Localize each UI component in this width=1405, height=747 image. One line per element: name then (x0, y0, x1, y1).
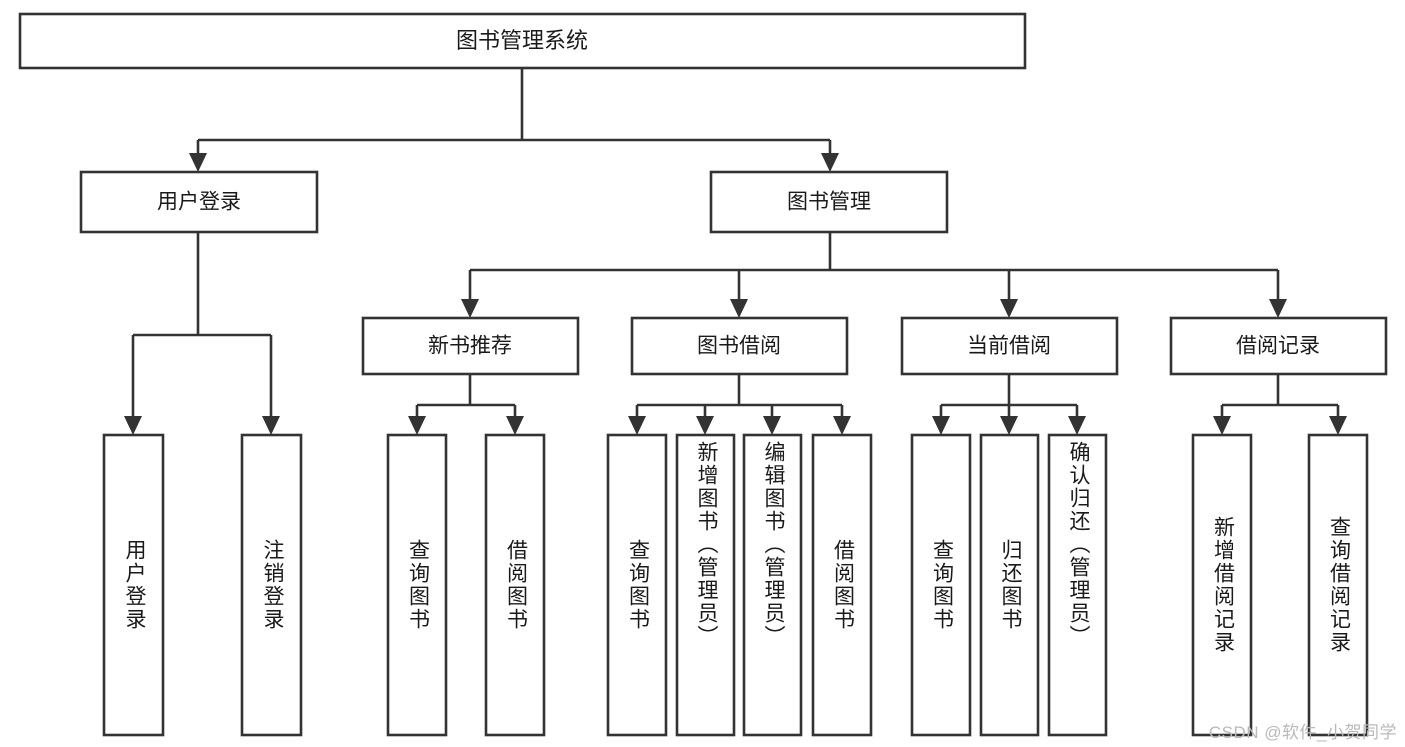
node-user-login-label: 用户登录 (157, 191, 241, 214)
arrowhead-root-to-book (821, 153, 839, 172)
arrowhead-borrow-l1 (628, 416, 646, 435)
arrowhead-borrow-l3 (763, 416, 781, 435)
leaf-rect-borrow-3[interactable] (811, 433, 873, 737)
arrowhead-borrow-l4 (833, 416, 851, 435)
arrowhead-record-l1 (1213, 416, 1231, 435)
node-root-label: 图书管理系统 (456, 28, 588, 53)
arrowhead-borrow-l2 (696, 416, 714, 435)
leaf-rect-borrow-0[interactable] (606, 433, 668, 737)
arrowhead-book-c3 (1000, 299, 1018, 318)
arrowhead-root-to-user (189, 153, 207, 172)
leaf-rect-recommend-0[interactable] (386, 433, 448, 737)
arrowhead-book-c1 (461, 299, 479, 318)
leaf-rect-borrow-1[interactable] (675, 433, 736, 737)
node-user-login-rect[interactable] (79, 170, 319, 234)
arrowhead-book-c2 (730, 299, 748, 318)
arrowhead-recommend-l2 (506, 416, 524, 435)
node-book-borrow-rect[interactable] (630, 316, 849, 376)
leaf-rect-record-0[interactable] (1191, 433, 1253, 737)
leaf-rects (102, 433, 1369, 737)
node-book-management-rect[interactable] (709, 170, 949, 234)
arrowhead-record-l2 (1329, 416, 1347, 435)
arrowhead-current-l3 (1068, 416, 1086, 435)
connectors (124, 68, 1347, 435)
node-borrow-record-rect[interactable] (1169, 316, 1388, 376)
node-root-rect[interactable] (18, 12, 1027, 70)
node-book-management[interactable]: 图书管理 (709, 170, 949, 234)
node-new-book-recommend-rect[interactable] (361, 316, 580, 376)
node-root[interactable]: 图书管理系统 (18, 12, 1027, 70)
arrowhead-current-l1 (932, 416, 950, 435)
node-current-borrow[interactable]: 当前借阅 (900, 316, 1119, 376)
leaf-rect-borrow-2[interactable] (742, 433, 803, 737)
arrowhead-user-leaf2 (262, 416, 280, 435)
node-new-book-recommend-label: 新书推荐 (428, 335, 512, 358)
arrowhead-user-leaf1 (124, 416, 142, 435)
watermark: CSDN @软件_小贺同学 (1208, 723, 1397, 742)
node-book-borrow[interactable]: 图书借阅 (630, 316, 849, 376)
leaf-rect-record-1[interactable] (1307, 433, 1369, 737)
node-current-borrow-label: 当前借阅 (967, 335, 1051, 358)
node-book-borrow-label: 图书借阅 (697, 335, 781, 358)
node-book-management-label: 图书管理 (787, 191, 871, 214)
leaf-rect-current-0[interactable] (910, 433, 972, 737)
leaf-rect-user-login-1[interactable] (240, 433, 303, 737)
node-current-borrow-rect[interactable] (900, 316, 1119, 376)
node-borrow-record[interactable]: 借阅记录 (1169, 316, 1388, 376)
arrowhead-recommend-l1 (408, 416, 426, 435)
node-new-book-recommend[interactable]: 新书推荐 (361, 316, 580, 376)
arrowhead-current-l2 (1000, 416, 1018, 435)
leaf-rect-current-2[interactable] (1047, 433, 1108, 737)
leaf-rect-user-login-0[interactable] (102, 433, 165, 737)
node-user-login[interactable]: 用户登录 (79, 170, 319, 234)
arrowhead-book-c4 (1269, 299, 1287, 318)
node-borrow-record-label: 借阅记录 (1236, 335, 1320, 358)
leaf-rect-recommend-1[interactable] (484, 433, 546, 737)
leaf-rect-current-1[interactable] (979, 433, 1040, 737)
